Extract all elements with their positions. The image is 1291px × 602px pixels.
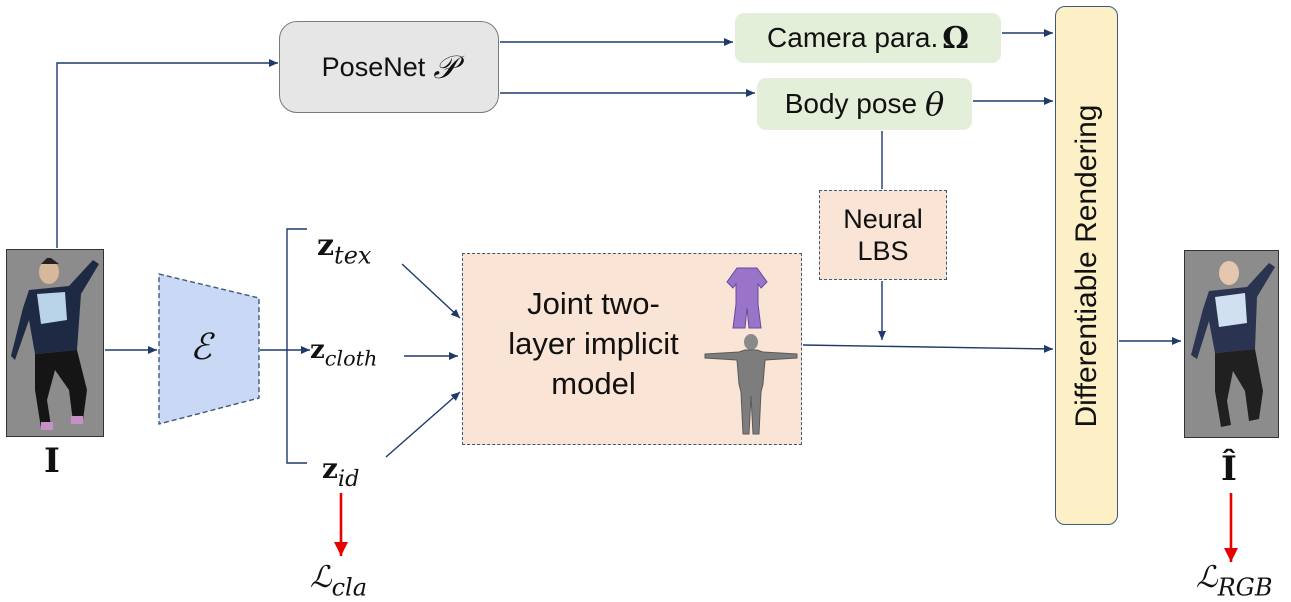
body-pose-box: Body pose θ	[757, 78, 972, 130]
tex-to-joint-arrow	[401, 263, 461, 319]
posenet-box: PoseNet 𝒫	[279, 21, 499, 113]
camera-params-box: Camera para. Ω	[735, 13, 1001, 63]
encoder-block	[158, 273, 260, 425]
input-image-label: I	[44, 441, 60, 481]
output-person-figure	[1191, 261, 1275, 427]
neural-lbs-box: Neural LBS	[819, 190, 947, 280]
camera-symbol: Ω	[942, 20, 969, 56]
body-mesh-image	[704, 334, 798, 435]
neural-lbs-line2: LBS	[857, 236, 909, 266]
clothing-mesh-image	[726, 267, 768, 329]
joint-implicit-model-box: Joint two- layer implicit model	[462, 253, 802, 445]
input-person-figure	[11, 258, 99, 430]
body-pose-label: Body pose	[784, 88, 918, 119]
camera-label: Camera para.	[767, 22, 939, 53]
joint-model-line1: Joint two-	[527, 286, 660, 321]
loss-rgb-label: ℒRGB	[1196, 560, 1273, 602]
output-image	[1184, 250, 1279, 438]
joint-to-renderer-arrow	[802, 344, 1054, 353]
output-image-label: Î	[1221, 449, 1237, 489]
encoder-symbol: ℰ	[190, 327, 212, 368]
joint-model-line3: model	[551, 366, 636, 401]
input-image	[6, 249, 104, 437]
z-tex-label: ztex	[317, 228, 372, 270]
z-id-label: zid	[322, 452, 360, 492]
id-to-joint-arrow	[385, 391, 461, 458]
image-to-posenet-arrow	[56, 59, 278, 248]
posenet-label: PoseNet	[321, 51, 426, 82]
body-pose-symbol: θ	[925, 85, 945, 123]
posenet-symbol: 𝒫	[433, 47, 457, 86]
rendering-label: Differentiable Rendering	[1069, 104, 1103, 427]
latent-bracket	[286, 228, 307, 464]
differentiable-rendering-box: Differentiable Rendering	[1055, 6, 1118, 525]
joint-model-text: Joint two- layer implicit model	[481, 284, 706, 404]
loss-cla-label: ℒcla	[310, 560, 368, 602]
joint-model-line2: layer implicit	[508, 326, 679, 361]
neural-lbs-line1: Neural	[843, 204, 923, 234]
z-cloth-label: zcloth	[310, 335, 378, 371]
